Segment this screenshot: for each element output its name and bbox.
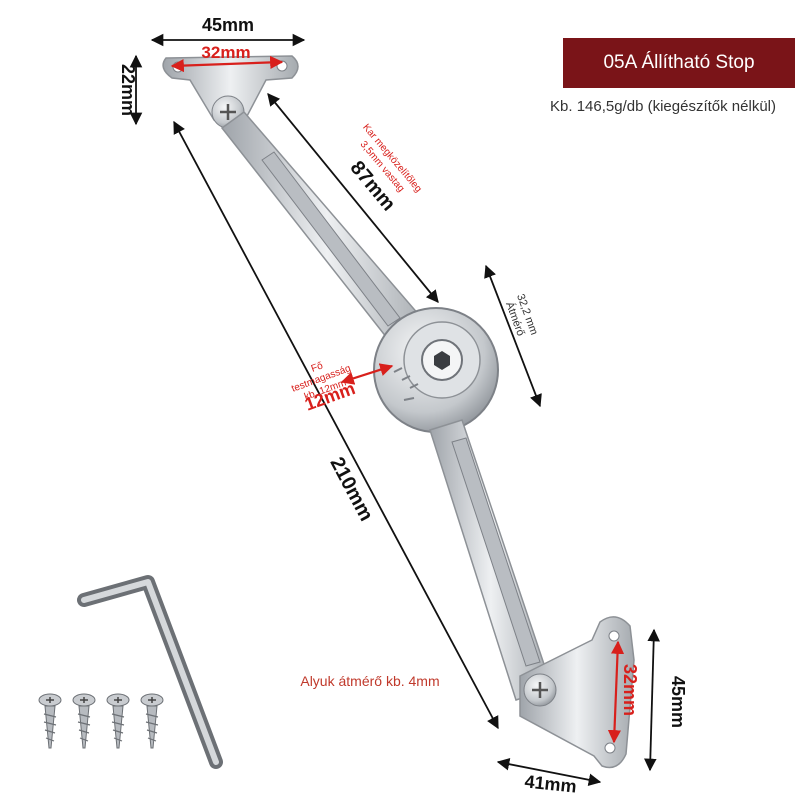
top-screw-head-icon [220,104,236,120]
screw-set [38,693,164,749]
top-height-label: 22mm [118,64,138,116]
body-height-arrow [340,363,394,385]
overall-length-arrow [173,120,499,730]
screw-icon [72,693,96,749]
screw-icon [140,693,164,749]
hole-note: Alyuk átmérő kb. 4mm [300,673,439,689]
diameter-note: Átmérő 32,2 mm [503,292,540,337]
bottom-bracket-hole-top [608,630,620,642]
diameter-arrow [484,264,542,408]
top-hole-spacing-label: 32mm [201,43,250,62]
screw-icon [106,693,130,749]
bottom-bracket [519,616,635,769]
bottom-hole-spacing-arrow [607,640,625,744]
bottom-height-arrow [644,628,660,772]
top-width-label: 45mm [202,15,254,35]
bottom-hole-spacing-label: 32mm [620,664,640,716]
bottom-width-arrow [496,757,602,787]
bottom-width-label: 41mm [524,771,578,796]
product-title-badge: 05A Állítható Stop [563,38,795,88]
damper-body [373,307,499,433]
bottom-screw-head-icon [532,682,548,698]
weight-note: Kb. 146,5g/db (kiegészítők nélkül) [550,98,776,115]
screw-icon [38,693,62,749]
bottom-height-label: 45mm [668,676,688,728]
hex-key-icon [77,575,223,769]
top-hole-spacing-arrow [170,55,284,73]
body-height-note-line-1: Fő [310,360,325,374]
bottom-bracket-hole-bottom [604,742,616,754]
dimension-lines [129,33,660,787]
red-dimension-lines [170,55,625,744]
